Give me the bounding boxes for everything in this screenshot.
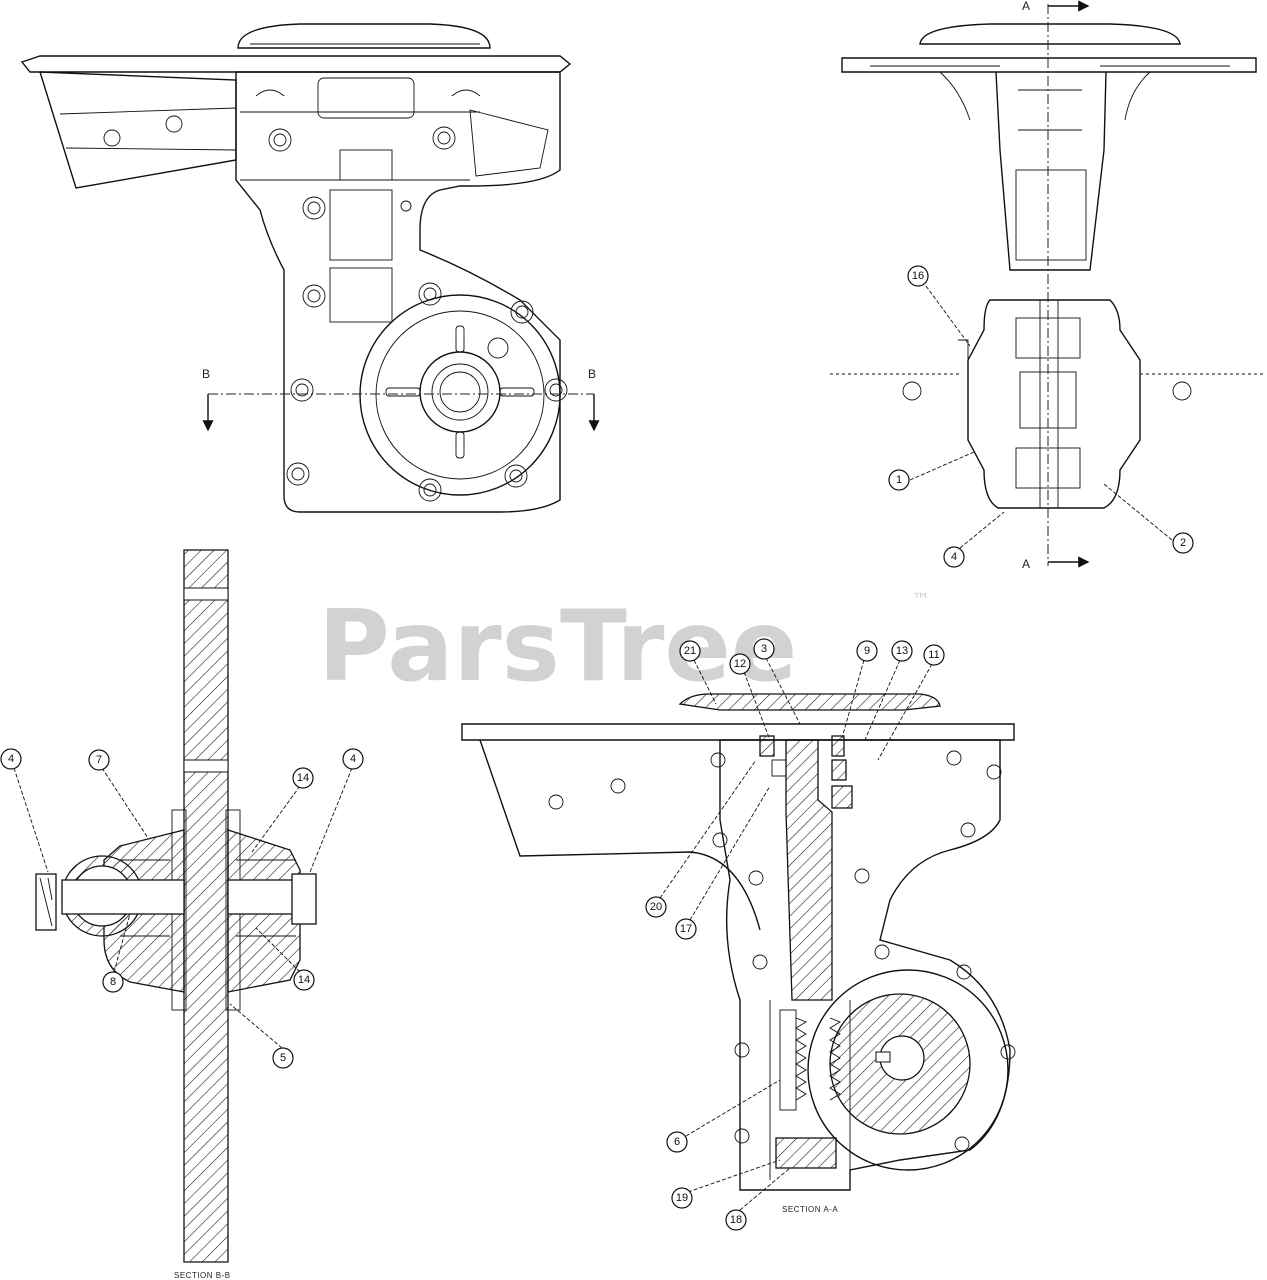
svg-text:4: 4 bbox=[8, 753, 14, 765]
section-marker-a-bottom: A bbox=[1022, 557, 1030, 571]
svg-text:9: 9 bbox=[864, 645, 870, 657]
svg-text:18: 18 bbox=[730, 1214, 742, 1226]
svg-text:4: 4 bbox=[951, 551, 957, 563]
svg-text:4: 4 bbox=[350, 753, 356, 765]
svg-text:12: 12 bbox=[734, 658, 746, 670]
svg-text:5: 5 bbox=[280, 1052, 286, 1064]
side-view: A A 16 1 4 2 bbox=[830, 0, 1266, 571]
section-title-bb: SECTION B-B bbox=[174, 1271, 231, 1280]
svg-text:3: 3 bbox=[761, 643, 767, 655]
section-title-aa: SECTION A-A bbox=[782, 1205, 838, 1214]
callout-14-top: 14 bbox=[292, 767, 314, 789]
callout-12: 12 bbox=[729, 653, 751, 675]
svg-text:16: 16 bbox=[912, 270, 924, 282]
callout-17: 17 bbox=[675, 918, 697, 940]
svg-text:20: 20 bbox=[650, 901, 662, 913]
watermark-text: ParsTree bbox=[318, 590, 797, 704]
section-marker-a-top: A bbox=[1022, 0, 1030, 13]
svg-text:21: 21 bbox=[684, 645, 696, 657]
svg-text:17: 17 bbox=[680, 923, 692, 935]
section-aa: SECTION A-A 21 12 3 9 13 11 20 17 6 19 1… bbox=[461, 638, 1016, 1231]
svg-text:2: 2 bbox=[1180, 537, 1186, 549]
callout-2: 2 bbox=[1172, 532, 1194, 554]
callout-5: 5 bbox=[272, 1047, 294, 1069]
callout-4-left: 4 bbox=[0, 748, 22, 770]
callout-3: 3 bbox=[753, 638, 775, 660]
svg-text:13: 13 bbox=[896, 645, 908, 657]
callout-9: 9 bbox=[856, 640, 878, 662]
callout-4-right: 4 bbox=[342, 748, 364, 770]
section-marker-b-right: B bbox=[588, 367, 596, 381]
callout-21: 21 bbox=[679, 640, 701, 662]
callout-18: 18 bbox=[725, 1209, 747, 1231]
svg-text:14: 14 bbox=[298, 974, 310, 986]
callout-14-bottom: 14 bbox=[293, 969, 315, 991]
svg-text:1: 1 bbox=[896, 474, 902, 486]
callout-20: 20 bbox=[645, 896, 667, 918]
callout-11: 11 bbox=[923, 644, 945, 666]
callout-13: 13 bbox=[891, 640, 913, 662]
section-marker-b-left: B bbox=[202, 367, 210, 381]
svg-text:19: 19 bbox=[676, 1192, 688, 1204]
callout-4: 4 bbox=[943, 546, 965, 568]
section-bb: SECTION B-B 4 7 14 4 8 14 5 bbox=[0, 549, 364, 1280]
front-view: B B bbox=[20, 23, 600, 513]
svg-text:6: 6 bbox=[674, 1136, 680, 1148]
callout-19: 19 bbox=[671, 1187, 693, 1209]
callout-7: 7 bbox=[88, 749, 110, 771]
svg-text:7: 7 bbox=[96, 754, 102, 766]
svg-text:11: 11 bbox=[928, 649, 939, 661]
callout-6: 6 bbox=[666, 1131, 688, 1153]
watermark: ParsTree ™ bbox=[318, 590, 930, 704]
trademark-symbol: ™ bbox=[912, 590, 930, 611]
callout-1: 1 bbox=[888, 469, 910, 491]
callout-8: 8 bbox=[102, 971, 124, 993]
callout-16: 16 bbox=[907, 265, 929, 287]
svg-text:8: 8 bbox=[110, 976, 116, 988]
svg-text:14: 14 bbox=[297, 772, 309, 784]
